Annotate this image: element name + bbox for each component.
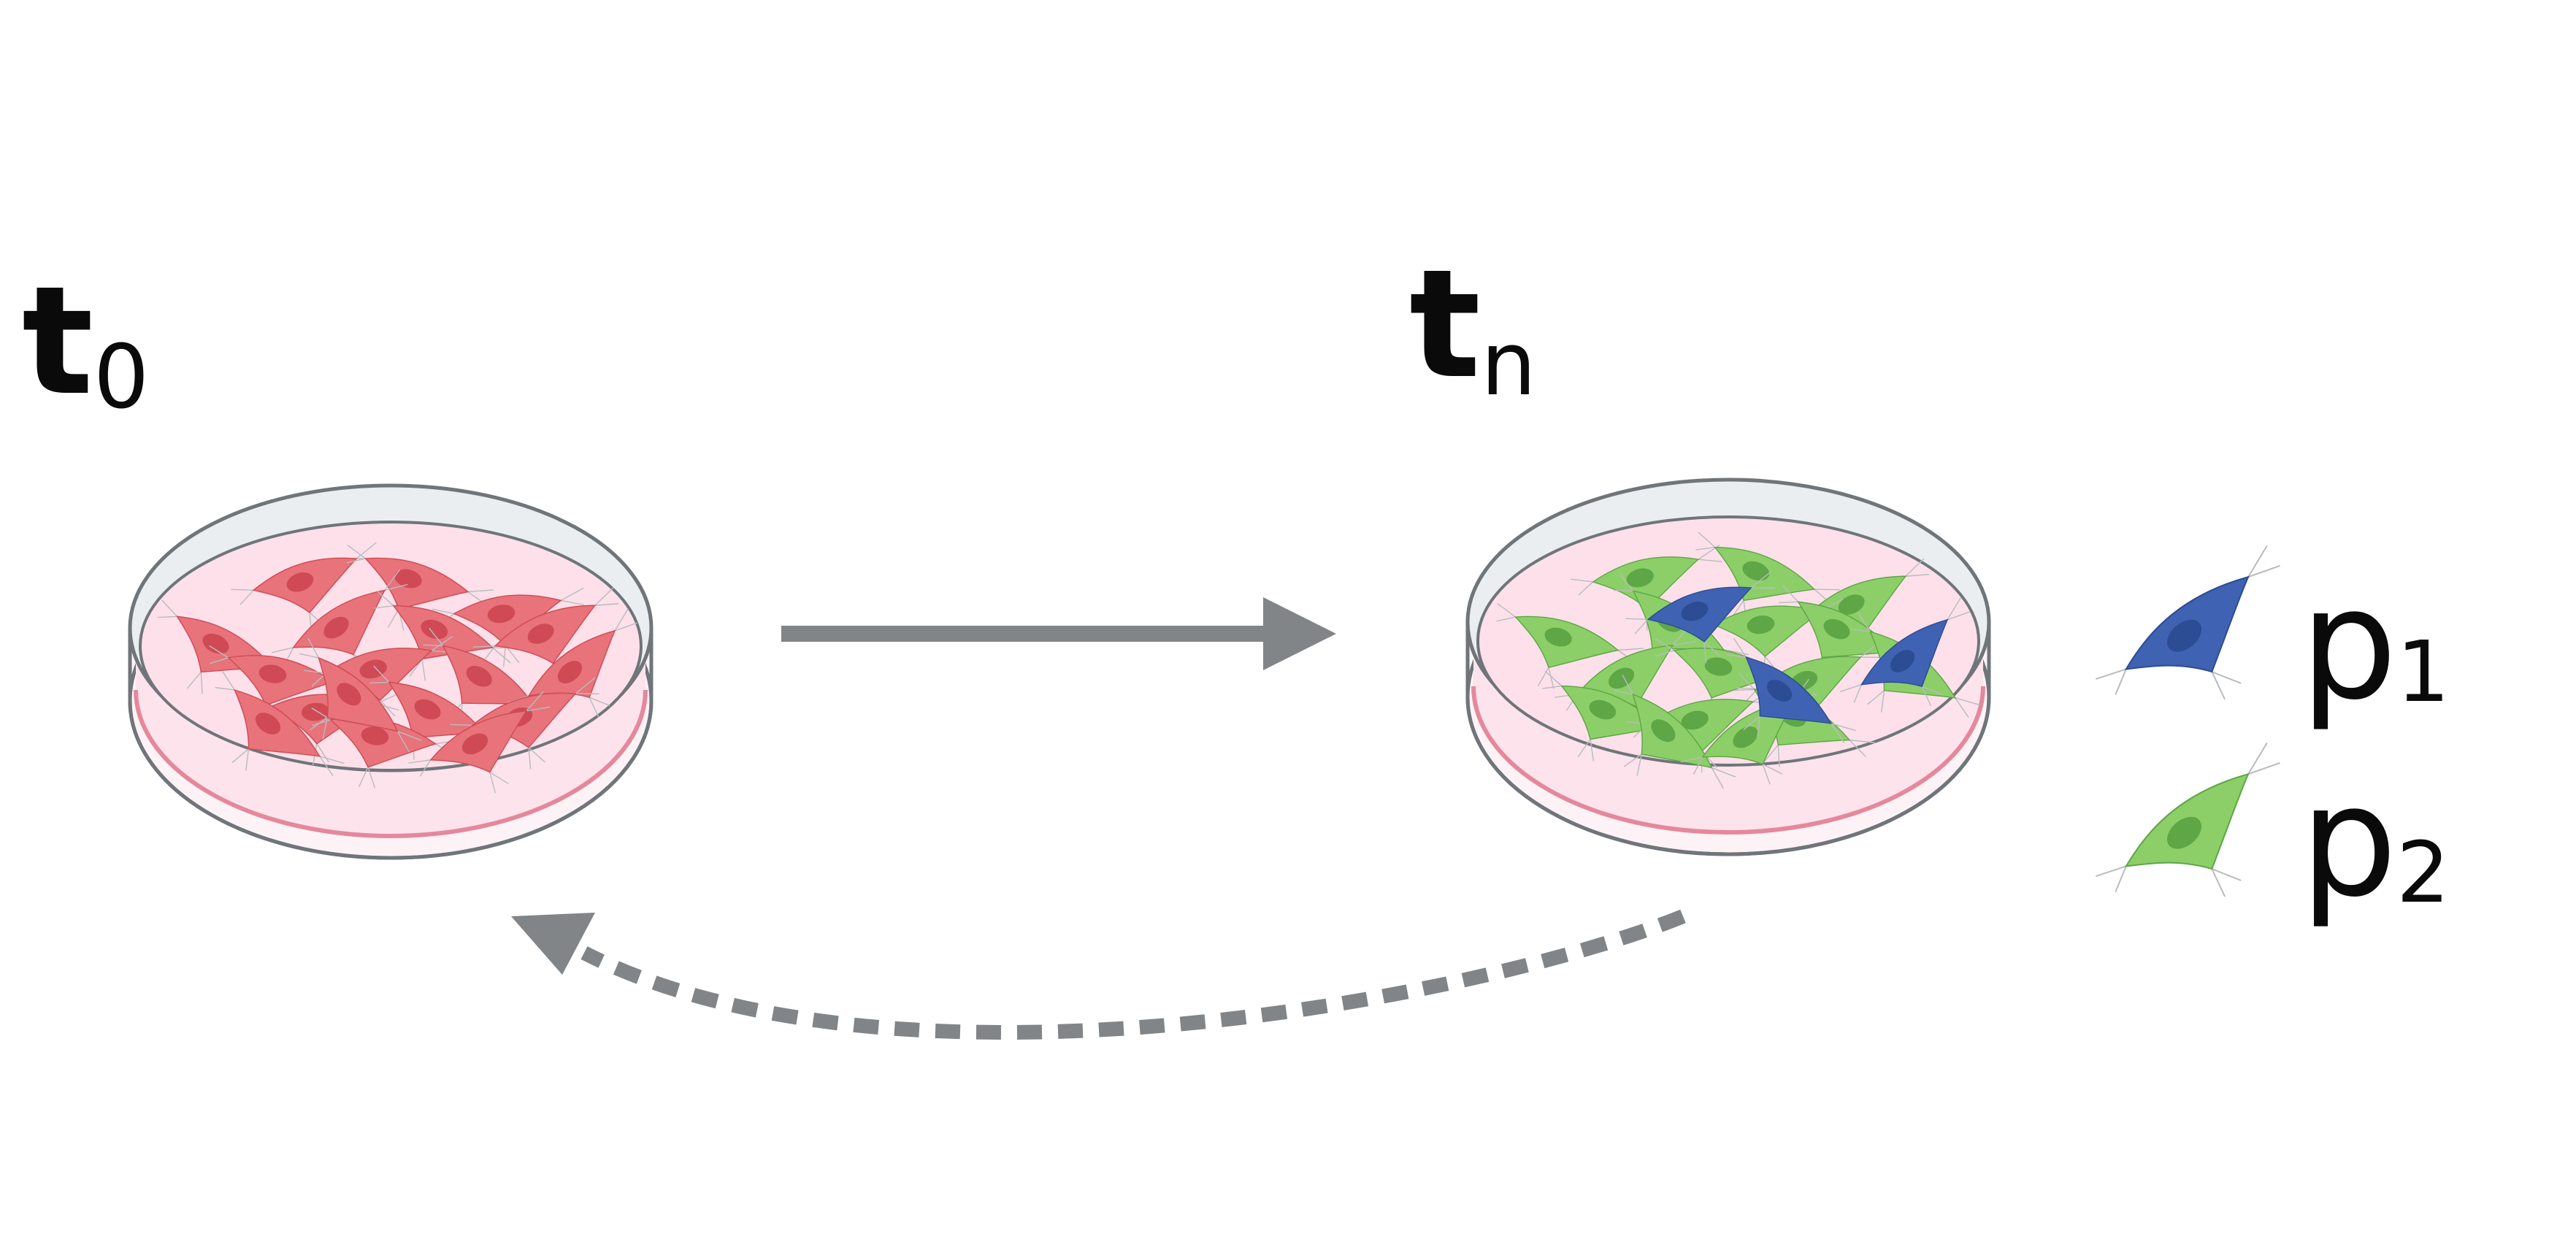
mixed-cell-population: [1496, 532, 1980, 789]
red-cell: [374, 590, 518, 681]
return-arrow-dashed: [511, 909, 1686, 1040]
red-cell: [432, 587, 585, 667]
legend-p2-base: p: [2300, 752, 2397, 931]
forward-arrow: [781, 597, 1336, 670]
petri-dish-tn: [1465, 477, 1991, 856]
red-cell: [346, 545, 494, 631]
legend: p 1 p 2: [2096, 545, 2450, 931]
red-cell: [231, 542, 380, 634]
green-cell-icon: [2096, 742, 2280, 897]
green-cell-icon: [2096, 742, 2280, 897]
petri-dish-t0: [128, 483, 653, 860]
red-cell: [408, 691, 551, 794]
red-cell: [215, 671, 345, 776]
blue-cell: [1726, 638, 1856, 743]
red-cell: [472, 587, 619, 685]
label-t0-sub: 0: [93, 327, 149, 429]
label-t0: t 0: [22, 255, 149, 429]
legend-item-p1: p 1: [2096, 545, 2450, 734]
label-tn-sub: n: [1481, 314, 1536, 415]
red-cell-population: [157, 542, 637, 794]
blue-cell-icon: [2096, 545, 2280, 700]
blue-cell: [1625, 571, 1775, 664]
green-cell: [1614, 674, 1736, 789]
label-tn: t n: [1409, 238, 1536, 415]
green-cell: [1571, 544, 1722, 631]
legend-p1-base: p: [2300, 555, 2397, 734]
legend-p2-sub: 2: [2396, 824, 2450, 922]
red-cell: [369, 665, 510, 760]
red-cell: [209, 645, 359, 726]
label-t0-base: t: [22, 255, 93, 429]
legend-p1-sub: 1: [2396, 624, 2450, 721]
green-cell: [1542, 670, 1687, 762]
blue-cell: [1840, 597, 1970, 707]
label-tn-base: t: [1409, 238, 1481, 412]
red-cell: [299, 637, 422, 753]
blue-cell-icon: [2096, 545, 2280, 700]
legend-item-p2: p 2: [2096, 742, 2450, 931]
red-cell: [271, 569, 408, 675]
